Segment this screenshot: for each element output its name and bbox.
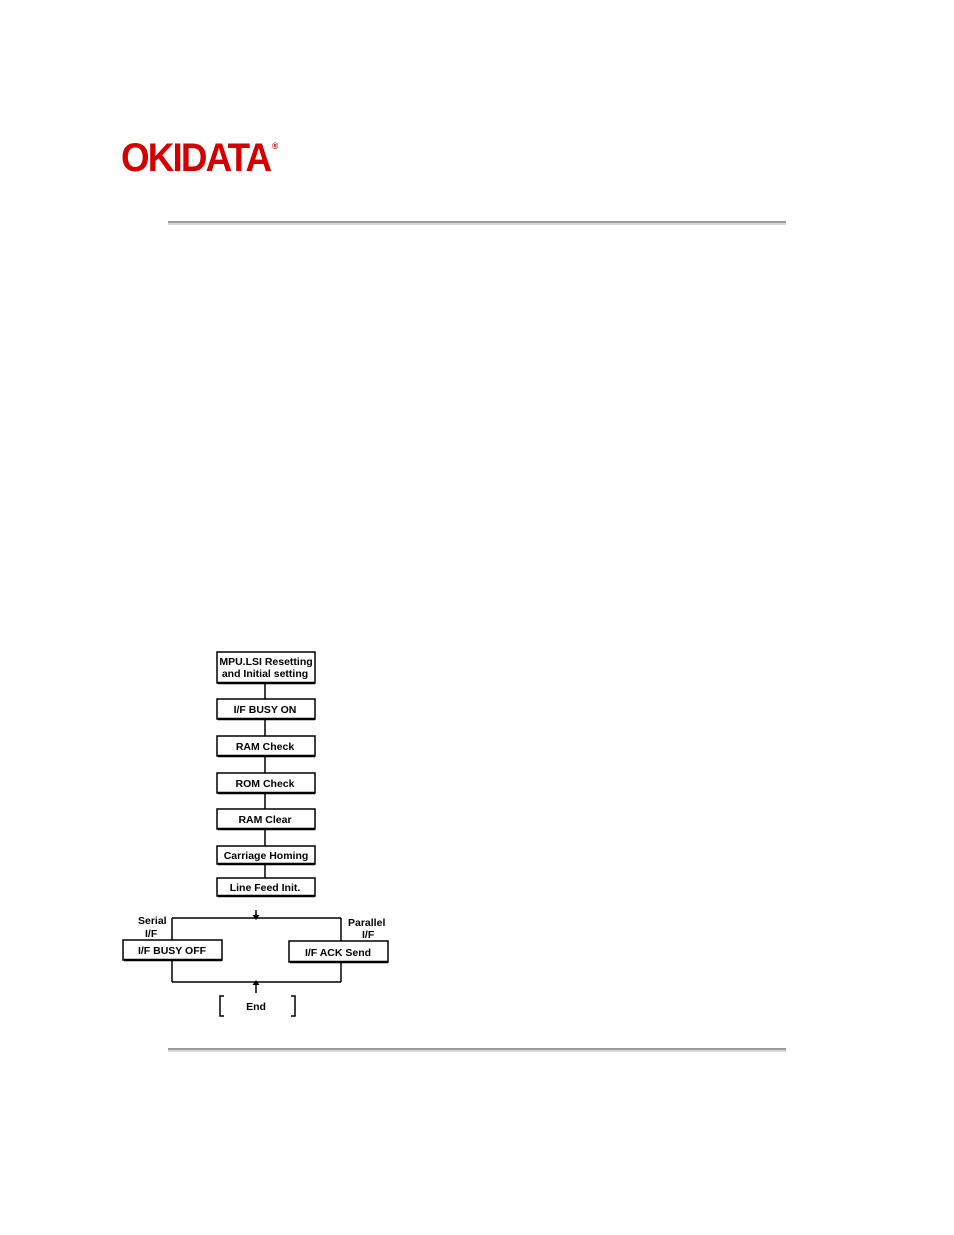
step-if-busy-off: I/F BUSY OFF	[122, 939, 223, 962]
logo-text: OKIDATA	[121, 136, 272, 180]
step-label: MPU.LSI Resetting	[219, 656, 312, 668]
branch-connector	[171, 910, 342, 993]
serial-if-label: I/F	[145, 928, 158, 940]
step-label: RAM Check	[236, 741, 295, 753]
bottom-divider	[168, 1048, 786, 1052]
serial-label: Serial	[138, 915, 167, 927]
step-carriage-homing: Carriage Homing	[216, 845, 316, 866]
parallel-label: Parallel	[348, 917, 385, 929]
okidata-logo: OKIDATA®	[121, 136, 279, 180]
step-rom-check: ROM Check	[216, 772, 316, 795]
step-label: I/F ACK Send	[305, 947, 371, 959]
step-ram-clear: RAM Clear	[216, 808, 316, 831]
step-if-ack-send: I/F ACK Send	[288, 940, 389, 964]
step-label: ROM Check	[236, 778, 295, 790]
step-line-feed-init: Line Feed Init.	[216, 877, 316, 898]
registered-mark: ®	[272, 141, 279, 151]
step-label: RAM Clear	[238, 814, 291, 826]
step-label: Carriage Homing	[224, 850, 309, 862]
step-label: I/F BUSY ON	[234, 704, 297, 716]
step-ram-check: RAM Check	[216, 735, 316, 758]
step-if-busy-on: I/F BUSY ON	[216, 698, 316, 721]
step-label: I/F BUSY OFF	[138, 945, 207, 957]
end-terminal: End	[219, 995, 296, 1017]
step-reset-initial: MPU.LSI Resetting and Initial setting	[216, 651, 316, 685]
step-label: Line Feed Init.	[230, 882, 301, 894]
top-divider	[168, 221, 786, 225]
parallel-if-label: I/F	[362, 929, 375, 941]
step-label: and Initial setting	[222, 668, 308, 680]
end-label: End	[246, 1001, 266, 1013]
